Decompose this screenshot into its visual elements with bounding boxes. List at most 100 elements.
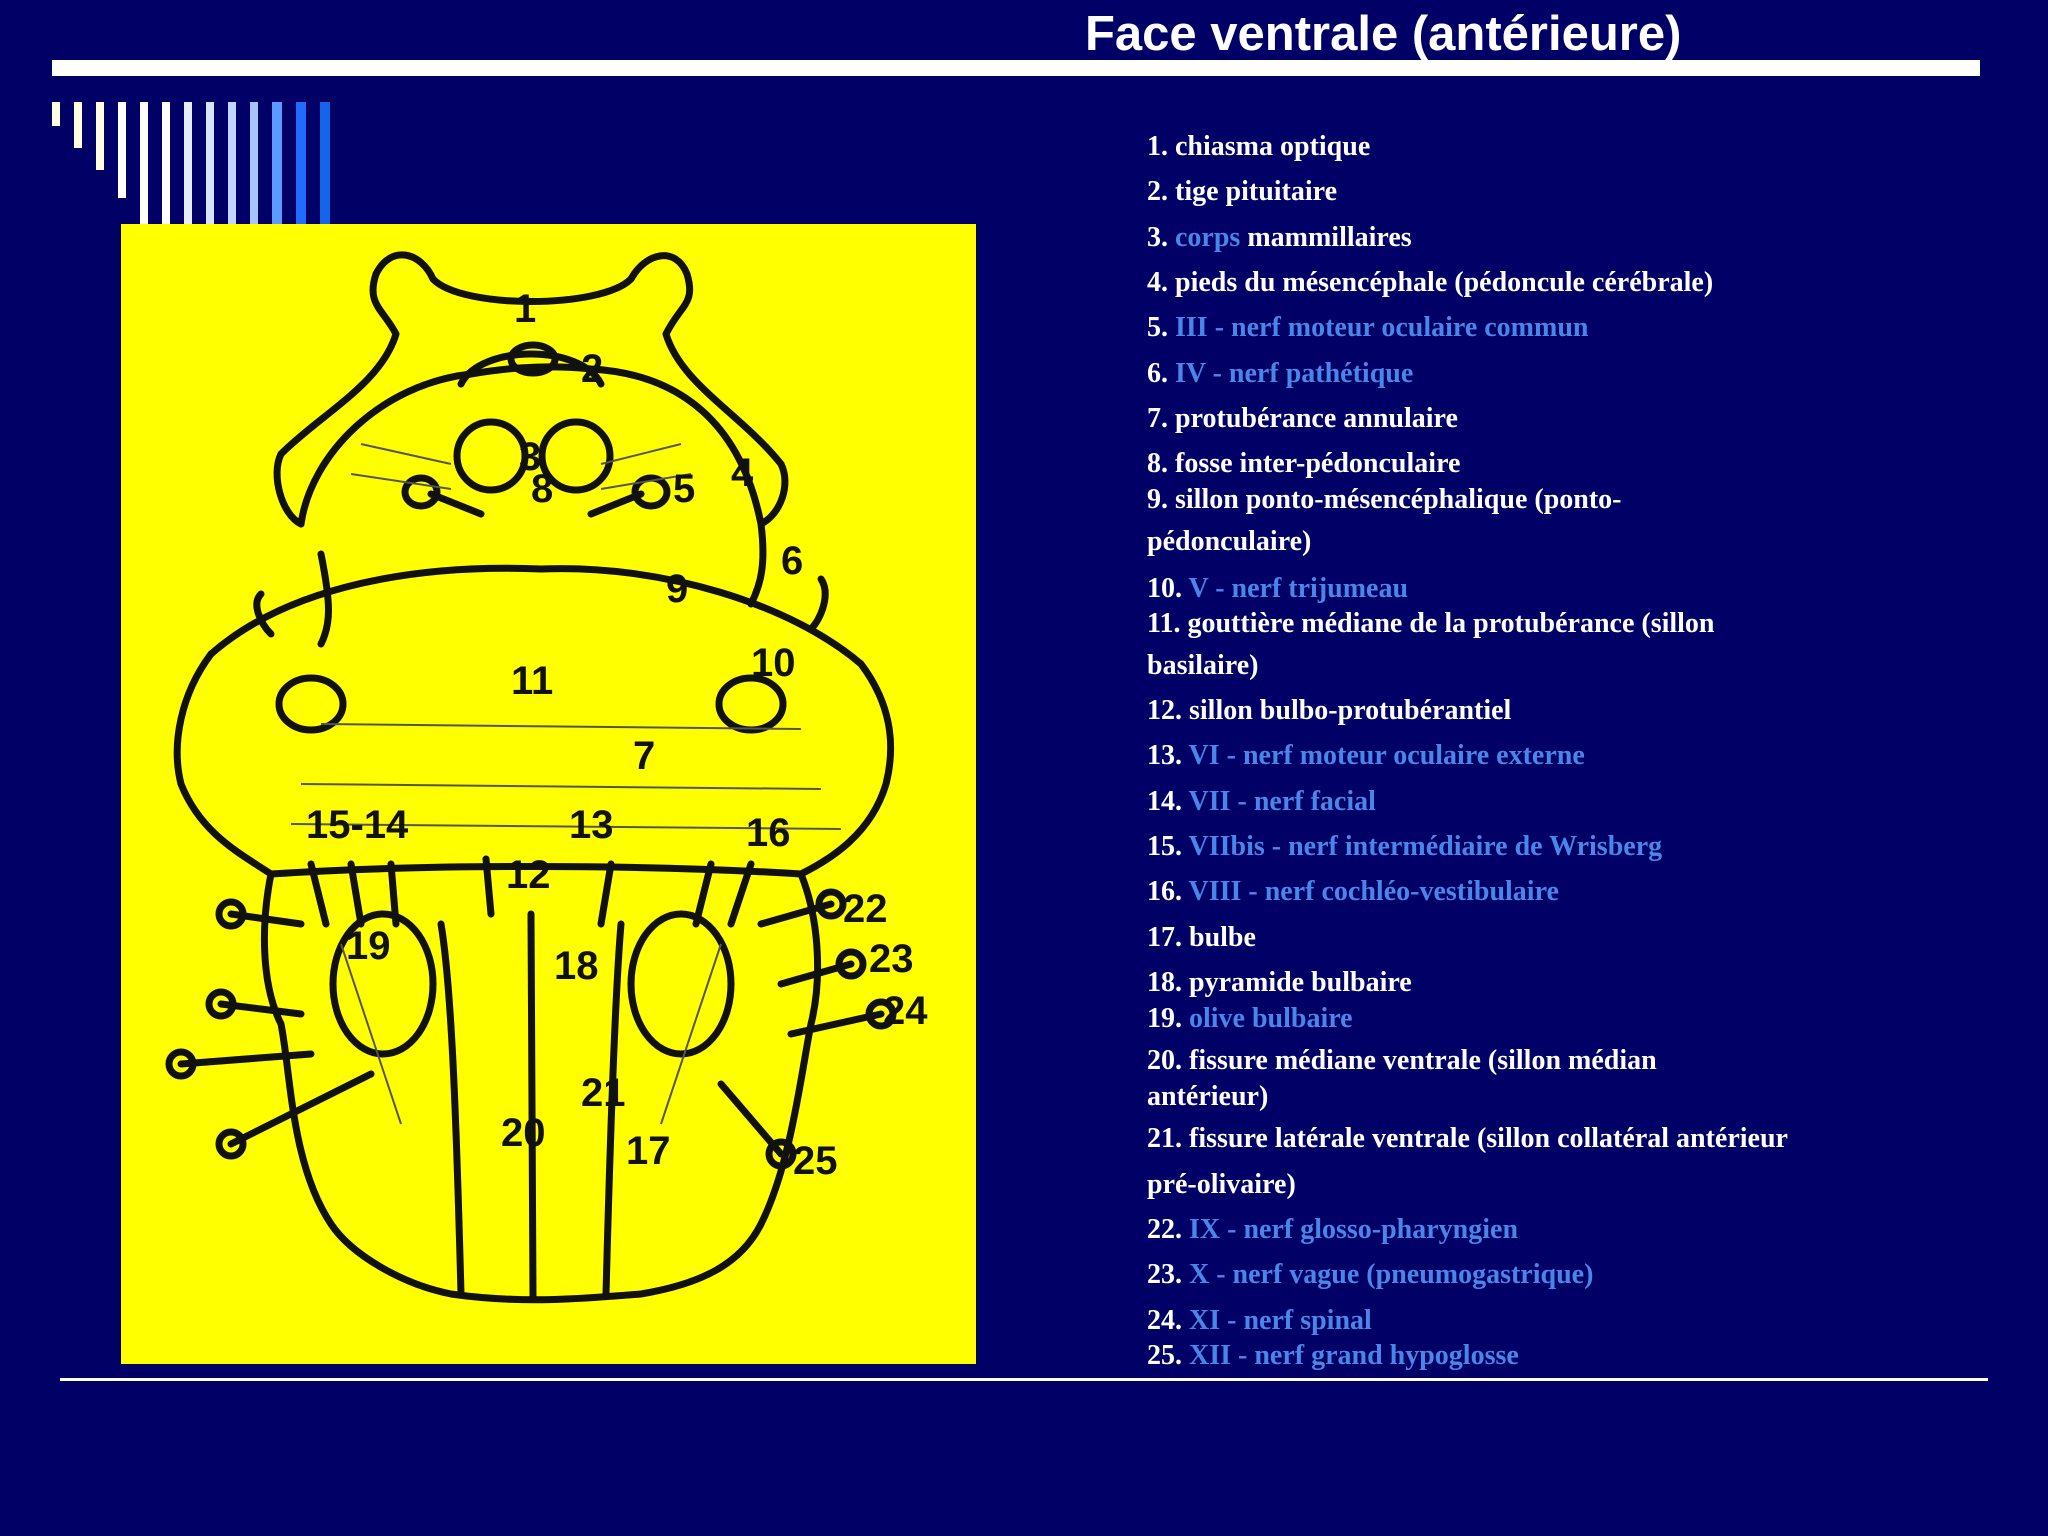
diagram-label-12: 12 [506, 853, 551, 897]
legend-item: 13. VI - nerf moteur oculaire externe [1147, 735, 1585, 777]
legend-text: V - nerf trijumeau [1188, 573, 1409, 604]
legend-number: 25. [1147, 1340, 1189, 1371]
legend-number: 8. [1147, 448, 1175, 479]
legend-number: 13. [1147, 740, 1189, 771]
diagram-label-7: 7 [633, 734, 655, 778]
legend-item: 22. IX - nerf glosso-pharyngien [1147, 1209, 1518, 1251]
legend-number: 24. [1147, 1305, 1189, 1336]
legend-item: 9. sillon ponto-mésencéphalique (ponto- [1147, 479, 1622, 521]
legend-item: 23. X - nerf vague (pneumogastrique) [1147, 1254, 1593, 1296]
diagram-label-23: 23 [869, 937, 914, 981]
legend-item: pré-olivaire) [1147, 1164, 1296, 1206]
legend-text: pré-olivaire) [1147, 1169, 1296, 1200]
bottom-divider [60, 1378, 1988, 1381]
legend-item: 17. bulbe [1147, 917, 1256, 959]
legend-number: 18. [1147, 967, 1189, 998]
diagram-labels: 1 2 3 4 5 6 7 8 9 10 11 12 13 15-14 16 1… [306, 287, 928, 1183]
diagram-label-24: 24 [883, 989, 928, 1033]
diagram-label-3: 3 [519, 435, 541, 479]
legend-text: chiasma optique [1175, 131, 1371, 162]
diagram-label-25: 25 [793, 1139, 838, 1183]
slide-title: Face ventrale (antérieure) [1085, 7, 1682, 61]
legend-text: sillon bulbo-protubérantiel [1189, 695, 1512, 726]
legend-item: 21. fissure latérale ventrale (sillon co… [1147, 1118, 1788, 1160]
legend-text: corps [1175, 222, 1241, 253]
legend-item: basilaire) [1147, 645, 1258, 687]
legend-item: 14. VII - nerf facial [1147, 781, 1376, 823]
legend-text: VIII - nerf cochléo-vestibulaire [1188, 876, 1559, 907]
diagram-label-11: 11 [511, 659, 553, 703]
legend-text: fosse inter-pédonculaire [1175, 448, 1461, 479]
diagram-label-17: 17 [626, 1129, 671, 1173]
diagram-label-6: 6 [781, 539, 803, 583]
diagram-label-10: 10 [751, 641, 796, 685]
legend-item: 8. fosse inter-pédonculaire [1147, 443, 1460, 485]
legend-text: VI - nerf moteur oculaire externe [1188, 740, 1585, 771]
legend-item: 10. V - nerf trijumeau [1147, 568, 1408, 610]
legend-item: 25. XII - nerf grand hypoglosse [1147, 1335, 1519, 1377]
legend-number: 11. [1147, 608, 1188, 639]
legend-number: 10. [1147, 573, 1189, 604]
legend-item: antérieur) [1147, 1076, 1268, 1118]
legend-text: protubérance annulaire [1175, 403, 1458, 434]
brainstem-drawing: 1 2 3 4 5 6 7 8 9 10 11 12 13 15-14 16 1… [165, 251, 928, 1304]
legend-text: basilaire) [1147, 650, 1259, 681]
legend-item: 20. fissure médiane ventrale (sillon méd… [1147, 1040, 1657, 1082]
diagram-label-19: 19 [346, 924, 391, 968]
legend-item: 6. IV - nerf pathétique [1147, 353, 1413, 395]
legend-item: pédonculaire) [1147, 521, 1311, 563]
legend-number: 6. [1147, 358, 1175, 389]
diagram-label-18: 18 [554, 944, 599, 988]
diagram-label-20: 20 [501, 1111, 546, 1155]
legend-text: antérieur) [1147, 1081, 1269, 1112]
legend-text: VII - nerf facial [1188, 786, 1376, 817]
legend-item: 18. pyramide bulbaire [1147, 962, 1412, 1004]
diagram-label-15-14: 15-14 [306, 803, 409, 847]
legend-text: olive bulbaire [1189, 1003, 1353, 1034]
diagram-label-22: 22 [843, 887, 888, 931]
legend-number: 22. [1147, 1214, 1189, 1245]
top-divider [52, 60, 1980, 76]
legend-text: X - nerf vague (pneumogastrique) [1189, 1259, 1594, 1290]
legend-item: 11. gouttière médiane de la protubérance… [1147, 603, 1715, 645]
legend-number: 1. [1147, 131, 1175, 162]
legend-text: XI - nerf spinal [1189, 1305, 1372, 1336]
legend-number: 16. [1147, 876, 1189, 907]
legend-item: 4. pieds du mésencéphale (pédoncule céré… [1147, 262, 1713, 304]
legend-number: 14. [1147, 786, 1189, 817]
legend-item: 12. sillon bulbo-protubérantiel [1147, 690, 1511, 732]
legend-number: 12. [1147, 695, 1189, 726]
legend-item: 7. protubérance annulaire [1147, 398, 1458, 440]
diagram-label-1: 1 [514, 287, 536, 331]
legend-text: pédonculaire) [1147, 526, 1312, 557]
legend-text: fissure latérale ventrale (sillon collat… [1189, 1123, 1788, 1154]
legend-item: 3. corps mammillaires [1147, 217, 1412, 259]
legend-text: sillon ponto-mésencéphalique (ponto- [1175, 484, 1622, 515]
legend-number: 19. [1147, 1003, 1189, 1034]
legend-text: pyramide bulbaire [1189, 967, 1412, 998]
legend-number: 21. [1147, 1123, 1189, 1154]
legend-text: III - nerf moteur oculaire commun [1175, 312, 1589, 343]
legend-number: 17. [1147, 922, 1189, 953]
legend-item: 15. VIIbis - nerf intermédiaire de Wrisb… [1147, 826, 1662, 868]
legend-item: 24. XI - nerf spinal [1147, 1300, 1372, 1342]
diagram-label-21: 21 [581, 1071, 626, 1115]
diagram-label-8: 8 [531, 467, 553, 511]
diagram-label-13: 13 [569, 803, 614, 847]
diagram-label-4: 4 [731, 451, 754, 495]
legend-number: 3. [1147, 222, 1175, 253]
diagram-label-9: 9 [666, 567, 688, 611]
diagram-label-16: 16 [746, 811, 791, 855]
legend-number: 23. [1147, 1259, 1189, 1290]
legend-text: tige pituitaire [1175, 176, 1338, 207]
legend-number: 9. [1147, 484, 1175, 515]
legend-text: XII - nerf grand hypoglosse [1189, 1340, 1519, 1371]
legend-number: 4. [1147, 267, 1175, 298]
legend-number: 15. [1147, 831, 1189, 862]
diagram-label-5: 5 [673, 467, 695, 511]
legend-text: VIIbis - nerf intermédiaire de Wrisberg [1188, 831, 1663, 862]
legend-item: 1. chiasma optique [1147, 126, 1370, 168]
legend-item: 5. III - nerf moteur oculaire commun [1147, 307, 1588, 349]
legend-item: 2. tige pituitaire [1147, 171, 1337, 213]
legend-text: IX - nerf glosso-pharyngien [1189, 1214, 1519, 1245]
